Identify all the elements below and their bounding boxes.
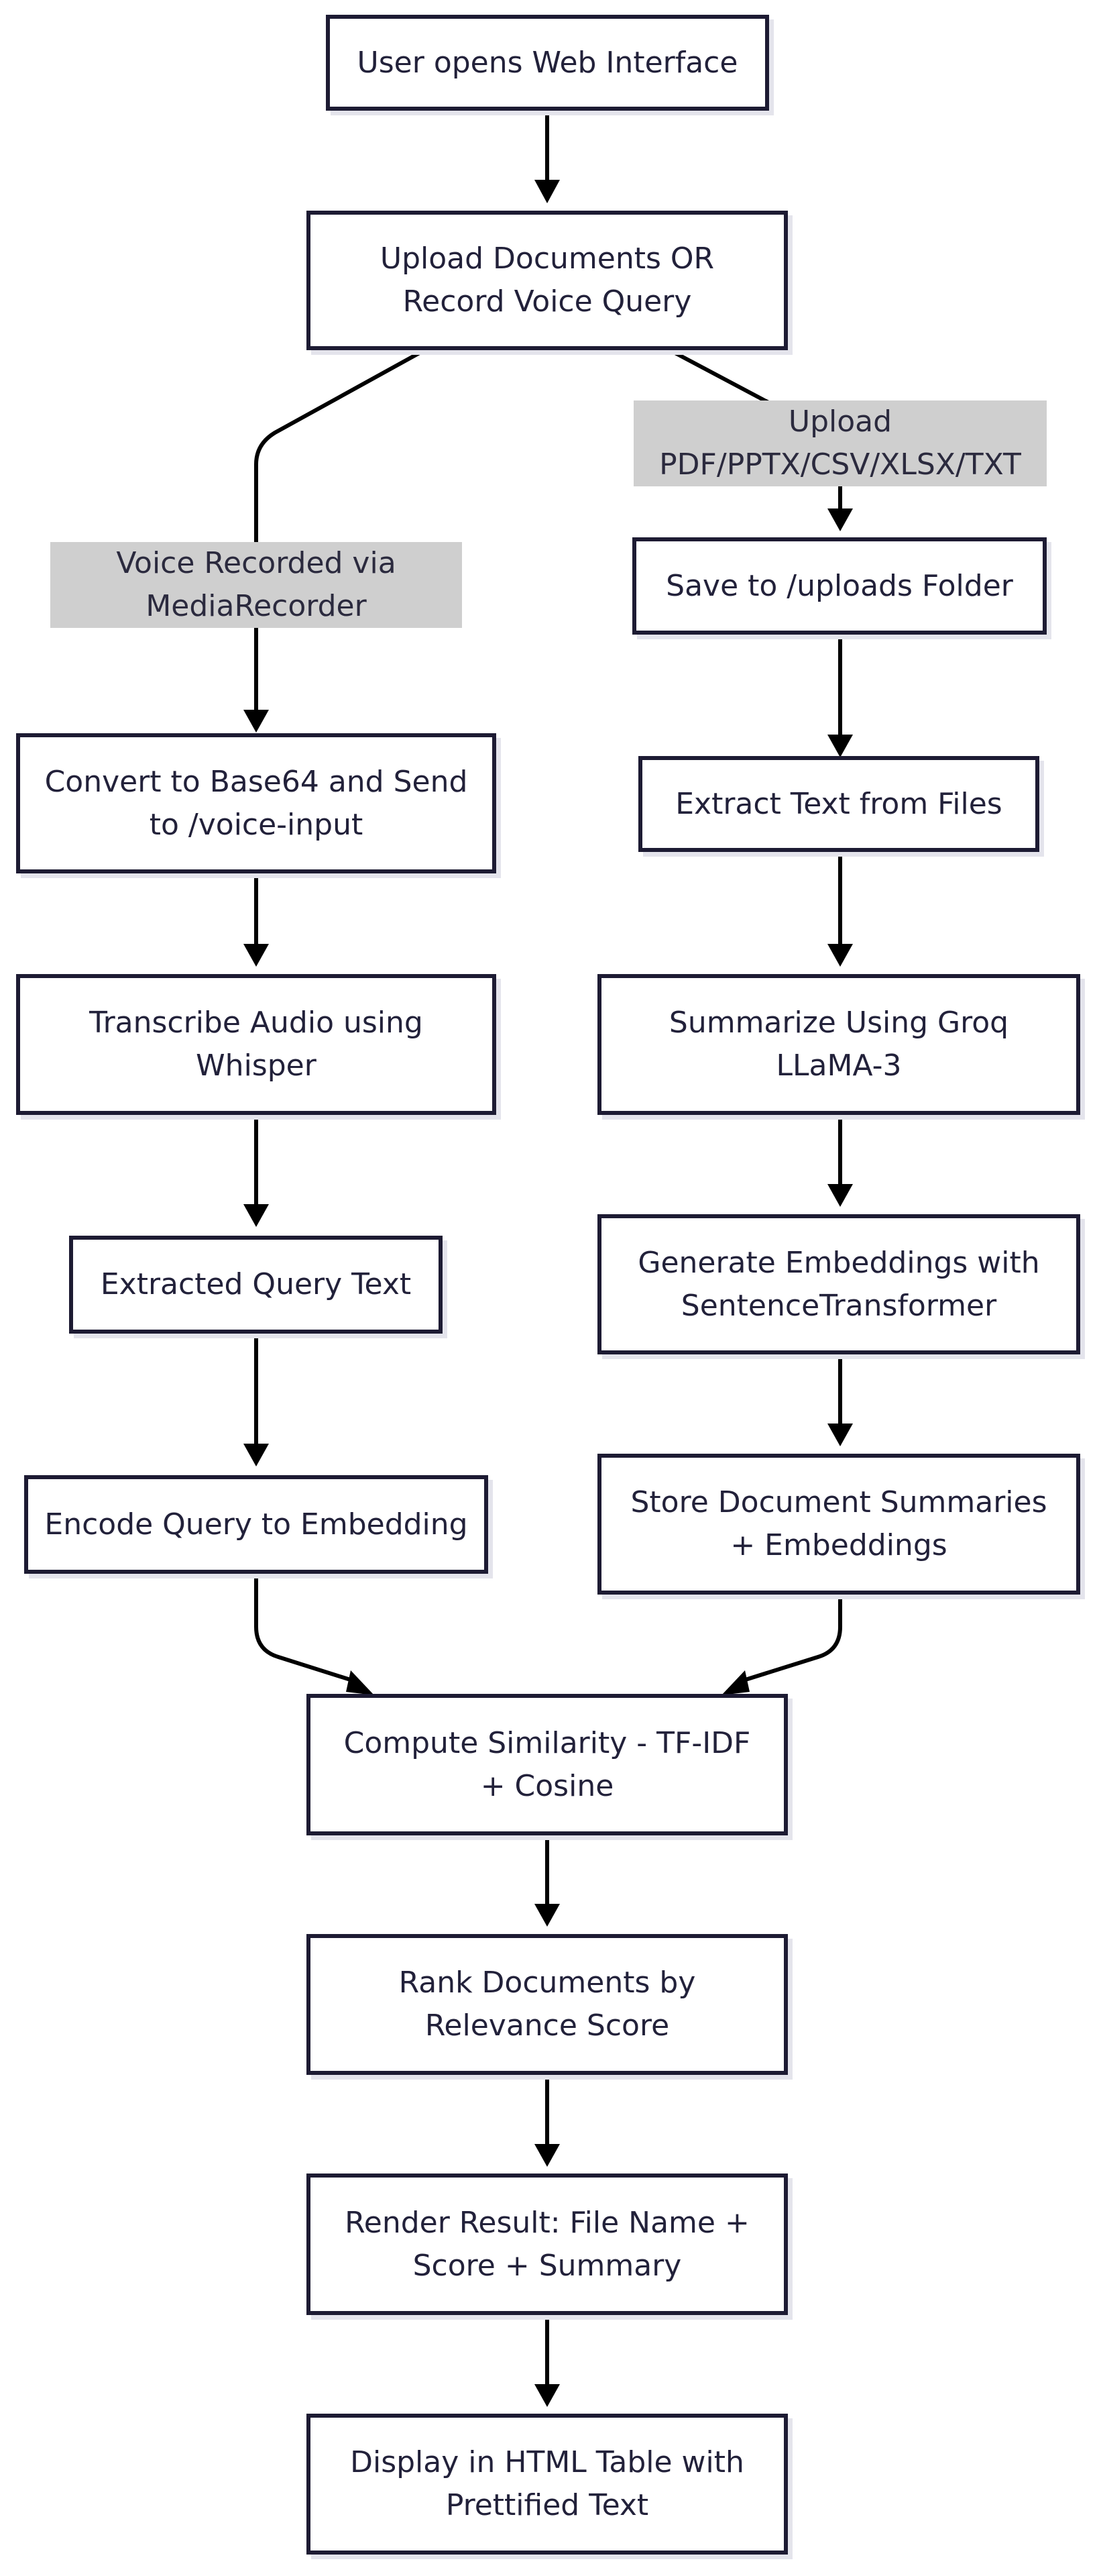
arrowhead [346,1670,374,1695]
node-generate-embeddings: Generate Embeddings with SentenceTransfo… [597,1214,1080,1354]
arrowhead [827,735,853,757]
node-convert-base64: Convert to Base64 and Send to /voice-inp… [16,733,496,873]
node-summarize: Summarize Using Groq LLaMA-3 [597,974,1080,1115]
node-extract-text: Extract Text from Files [638,756,1039,852]
arrowhead [534,2384,560,2407]
arrowhead [243,710,269,733]
node-store-summaries: Store Document Summaries + Embeddings [597,1454,1080,1595]
node-encode-query: Encode Query to Embedding [24,1475,488,1574]
edge-label-voice-recorded: Voice Recorded via MediaRecorder [50,542,462,628]
node-transcribe-audio: Transcribe Audio using Whisper [16,974,496,1115]
edge-label-upload-formats: Upload PDF/PPTX/CSV/XLSX/TXT [634,400,1047,486]
node-save-uploads: Save to /uploads Folder [632,537,1047,635]
node-display-table: Display in HTML Table with Prettified Te… [306,2414,788,2555]
node-extracted-query-text: Extracted Query Text [69,1236,443,1334]
node-user-opens-web-interface: User opens Web Interface [326,15,769,111]
arrowhead [827,1184,853,1207]
node-compute-similarity: Compute Similarity - TF-IDF + Cosine [306,1694,788,1835]
arrowhead [534,180,560,203]
arrowhead [243,944,269,967]
arrowhead [534,1904,560,1927]
arrowhead [243,1444,269,1466]
arrowhead [827,944,853,967]
arrowhead [721,1670,750,1695]
edge-encode-to-compute [254,1574,357,1684]
arrowhead [534,2144,560,2167]
edge-store-to-compute [738,1595,842,1684]
edge-upload-to-convert [254,348,426,710]
arrowhead [827,508,853,531]
node-upload-or-record: Upload Documents OR Record Voice Query [306,211,788,350]
arrowhead [243,1204,269,1227]
arrowhead [827,1424,853,1446]
node-rank-documents: Rank Documents by Relevance Score [306,1934,788,2075]
node-render-result: Render Result: File Name + Score + Summa… [306,2174,788,2315]
